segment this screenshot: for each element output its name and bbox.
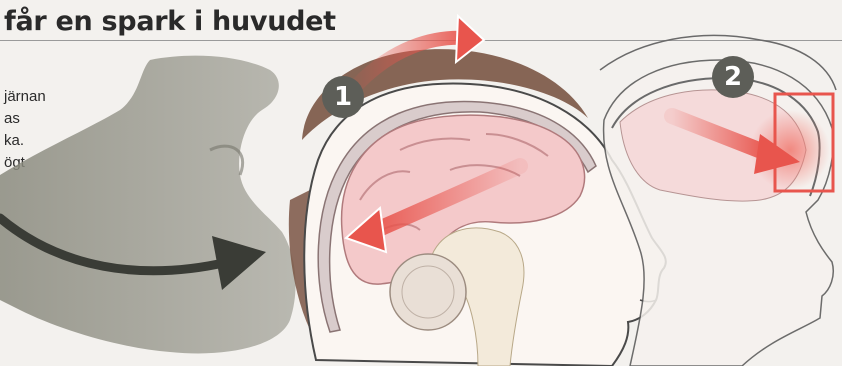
step-badge-1: 1 [322, 76, 364, 118]
kicking-leg [0, 56, 296, 354]
step-badge-2: 2 [712, 56, 754, 98]
